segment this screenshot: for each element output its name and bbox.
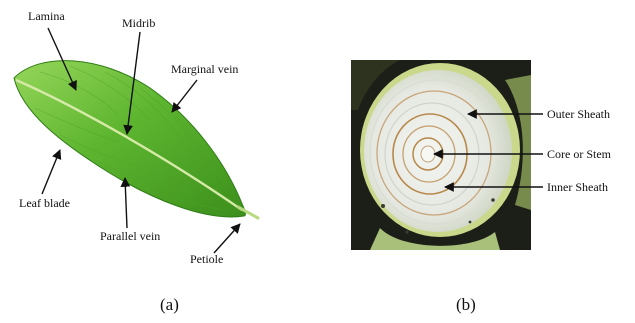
stem-core [421, 146, 435, 162]
panel-b: Outer Sheath Core or Stem Inner Sheath (… [351, 60, 612, 314]
caption-a: (a) [160, 295, 179, 314]
panel-a: Lamina Midrib Marginal vein Leaf blade P… [14, 9, 258, 314]
arrow-marginal-vein [172, 80, 197, 112]
label-parallel-vein: Parallel vein [100, 229, 160, 243]
label-marginal-vein: Marginal vein [171, 62, 238, 76]
label-midrib: Midrib [122, 16, 155, 30]
arrow-leaf-blade [42, 150, 60, 194]
label-petiole: Petiole [190, 252, 223, 266]
label-leaf-blade: Leaf blade [19, 196, 70, 210]
arrow-petiole [214, 224, 240, 253]
label-core-or-stem: Core or Stem [547, 147, 612, 161]
label-lamina: Lamina [28, 9, 65, 23]
stem-flesh [364, 70, 512, 232]
label-inner-sheath: Inner Sheath [547, 180, 608, 194]
label-outer-sheath: Outer Sheath [547, 107, 610, 121]
arrow-parallel-vein [125, 178, 127, 228]
caption-b: (b) [456, 295, 476, 314]
